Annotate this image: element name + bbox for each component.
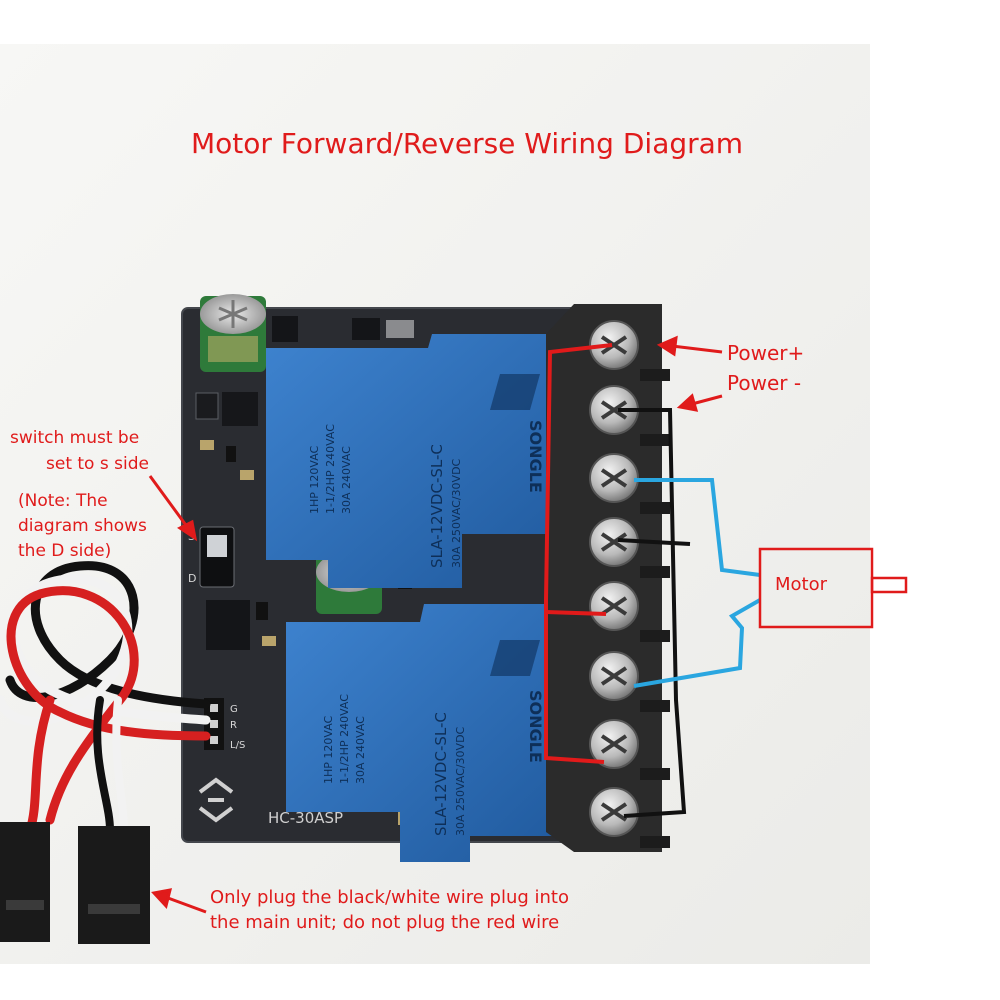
- svg-text:SONGLE: SONGLE: [526, 420, 545, 493]
- svg-text:30A 250VAC/30VDC: 30A 250VAC/30VDC: [450, 458, 463, 568]
- svg-text:30A 240VAC: 30A 240VAC: [340, 446, 353, 514]
- svg-text:1HP 120VAC: 1HP 120VAC: [322, 715, 335, 784]
- screw-slot-icon: [600, 335, 628, 355]
- arrow-power-plus: [656, 335, 723, 357]
- screw-slot-icon: [600, 734, 628, 754]
- svg-text:SLA-12VDC-SL-C: SLA-12VDC-SL-C: [428, 444, 446, 568]
- connector-right: [78, 826, 150, 944]
- diagram-title: Motor Forward/Reverse Wiring Diagram: [191, 127, 744, 160]
- screw-slot-icon: [600, 532, 628, 552]
- svg-text:30A 250VAC/30VDC: 30A 250VAC/30VDC: [454, 726, 467, 836]
- terminal-fin: [640, 369, 670, 381]
- wire-red: [544, 343, 613, 764]
- label-switch-line1: switch must be: [10, 428, 140, 448]
- label-plug-line1: Only plug the black/white wire plug into: [210, 887, 570, 908]
- terminal-fin: [640, 566, 670, 578]
- screw-slot-icon: [600, 596, 628, 616]
- svg-text:R: R: [230, 720, 237, 731]
- svg-text:L/S: L/S: [230, 740, 245, 751]
- motor-symbol: [758, 547, 908, 629]
- label-power-plus: Power+: [727, 341, 805, 365]
- screw-slot-icon: [600, 400, 628, 420]
- label-note-line2: diagram shows: [18, 516, 147, 536]
- terminal-fin: [640, 434, 670, 446]
- relay-bottom: 1HP 120VAC 1-1/2HP 240VAC 30A 240VAC SLA…: [286, 604, 556, 862]
- screw-slot-icon: [600, 666, 628, 686]
- terminal-fin: [640, 700, 670, 712]
- label-motor: Motor: [775, 574, 828, 595]
- board-model-text: HC-30ASP: [268, 809, 343, 827]
- screw-slot-icon: [600, 802, 628, 822]
- svg-text:1HP 120VAC: 1HP 120VAC: [308, 445, 321, 514]
- terminal-fin: [640, 502, 670, 514]
- terminal-block: [546, 304, 670, 852]
- capacitor-top: [200, 294, 266, 372]
- terminal-fin: [640, 836, 670, 848]
- label-plug-line2: the main unit; do not plug the red wire: [210, 912, 560, 933]
- control-cables: [0, 561, 211, 835]
- svg-text:G: G: [230, 704, 238, 715]
- connector-left: [0, 822, 50, 942]
- label-note-line3: the D side): [18, 541, 112, 561]
- label-power-minus: Power -: [727, 371, 802, 395]
- label-switch-line2: set to s side: [46, 454, 149, 474]
- svg-text:30A 240VAC: 30A 240VAC: [354, 716, 367, 784]
- terminal-fin: [640, 630, 670, 642]
- svg-text:1-1/2HP 240VAC: 1-1/2HP 240VAC: [324, 424, 337, 514]
- wire-black: [617, 408, 691, 818]
- svg-text:1-1/2HP 240VAC: 1-1/2HP 240VAC: [338, 694, 351, 784]
- relay-top: 1HP 120VAC 1-1/2HP 240VAC 30A 240VAC SLA…: [266, 334, 556, 588]
- terminal-fin: [640, 768, 670, 780]
- label-note-line1: (Note: The: [18, 491, 108, 511]
- arrow-plug: [151, 888, 207, 914]
- svg-text:SLA-12VDC-SL-C: SLA-12VDC-SL-C: [432, 712, 450, 836]
- svg-text:SONGLE: SONGLE: [526, 690, 545, 763]
- arrow-switch: [148, 475, 198, 542]
- wire-blue: [633, 478, 761, 688]
- arrow-power-minus: [676, 393, 723, 412]
- screw-slot-icon: [600, 468, 628, 488]
- switch-mark-d: D: [188, 572, 196, 585]
- board-logo: [198, 777, 234, 823]
